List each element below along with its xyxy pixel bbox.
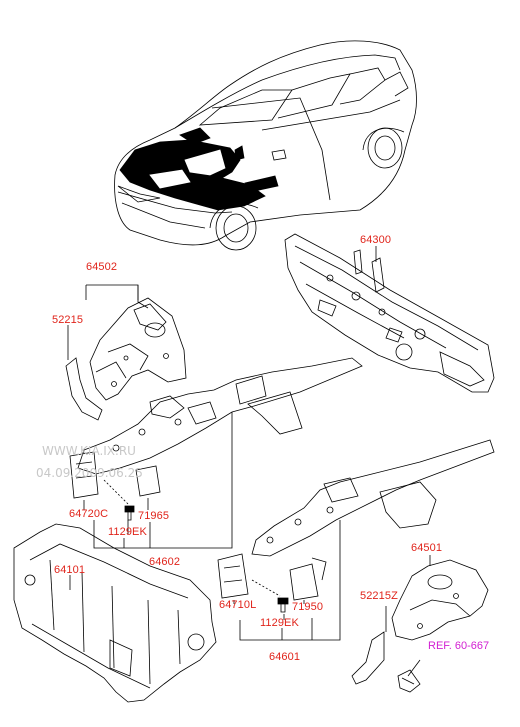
label-64601[interactable]: 64601 xyxy=(269,651,301,663)
label-52215[interactable]: 52215 xyxy=(52,314,84,326)
reference-link[interactable]: REF. 60-667 xyxy=(428,640,490,652)
label-64300[interactable]: 64300 xyxy=(360,234,392,246)
label-71965[interactable]: 71965 xyxy=(138,510,170,522)
label-64602[interactable]: 64602 xyxy=(149,556,181,568)
label-64501[interactable]: 64501 xyxy=(411,542,443,554)
label-64710l[interactable]: 64710L xyxy=(219,599,257,611)
part-64101-radiator-support xyxy=(13,523,217,703)
part-64601-front-side-member xyxy=(217,439,495,601)
part-64300-dash-panel xyxy=(284,233,495,393)
bolt-1129ek-upper xyxy=(124,505,135,521)
bolt-1129ek-lower xyxy=(277,597,289,613)
watermark-line-2: 04.09.2009.06.25 xyxy=(36,466,143,480)
part-64501-front-wheel-house xyxy=(351,559,489,693)
label-64502[interactable]: 64502 xyxy=(86,261,118,273)
watermark-line-1: WWW.KIA.IX.RU xyxy=(42,444,136,458)
label-1129ek-upper[interactable]: 1129EK xyxy=(108,526,147,538)
label-64720c[interactable]: 64720C xyxy=(69,508,109,520)
label-64101[interactable]: 64101 xyxy=(54,564,86,576)
part-64602-front-side-member xyxy=(69,357,363,499)
label-52215z[interactable]: 52215Z xyxy=(360,590,398,602)
car-illustration xyxy=(114,40,417,251)
leader-lines xyxy=(67,246,431,677)
label-71950[interactable]: 71950 xyxy=(292,601,324,613)
part-64502-front-wheel-house xyxy=(65,297,187,421)
label-1129ek-lower[interactable]: 1129EK xyxy=(260,617,299,629)
